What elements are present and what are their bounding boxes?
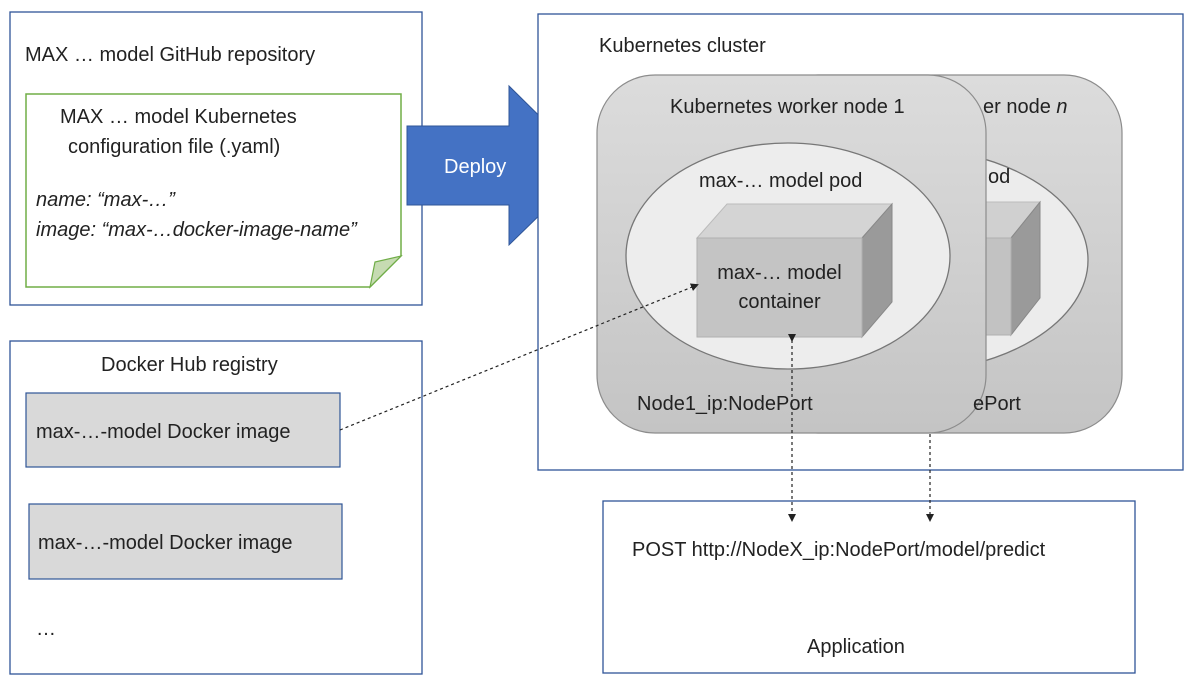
registry-more: … — [36, 618, 56, 640]
container-label-line2: container — [738, 291, 821, 313]
yaml-title-line2: configuration file (.yaml) — [68, 136, 281, 158]
image-to-container-arrow — [339, 283, 699, 431]
worker-node-n-label: er node n — [983, 95, 1068, 119]
registry-title: Docker Hub registry — [101, 354, 278, 376]
docker-image-label-1: max-…-model Docker image — [36, 421, 291, 443]
worker-node-n-label-text: er node — [983, 96, 1057, 118]
nodeport-back-label: ePort — [973, 393, 1021, 415]
deploy-label: Deploy — [444, 156, 507, 178]
application-panel — [602, 500, 1136, 674]
pod-label: max-… model pod — [699, 170, 863, 192]
nodeport-front-label: Node1_ip:NodePort — [637, 393, 813, 415]
docker-image-box-2 — [28, 503, 343, 580]
docker-image-box-1 — [25, 392, 341, 468]
yaml-title-line1: MAX … model Kubernetes — [60, 106, 297, 128]
yaml-file-fold — [369, 254, 403, 289]
yaml-image-line: image: “max-…docker-image-name” — [36, 219, 357, 241]
container-label-line1: max-… model — [717, 262, 842, 284]
pod-back-label: od — [988, 166, 1011, 188]
docker-image-label-2: max-…-model Docker image — [38, 532, 293, 554]
repo-title: MAX … model GitHub repository — [25, 44, 316, 66]
application-title: Application — [807, 636, 905, 658]
cluster-title: Kubernetes cluster — [599, 35, 766, 57]
yaml-name-line: name: “max-…” — [36, 189, 175, 211]
post-request-label: POST http://NodeX_ip:NodePort/model/pred… — [632, 539, 1046, 561]
worker-node-1-label: Kubernetes worker node 1 — [670, 96, 905, 118]
container-front — [696, 237, 863, 338]
worker-node-n-italic: n — [1056, 96, 1068, 118]
